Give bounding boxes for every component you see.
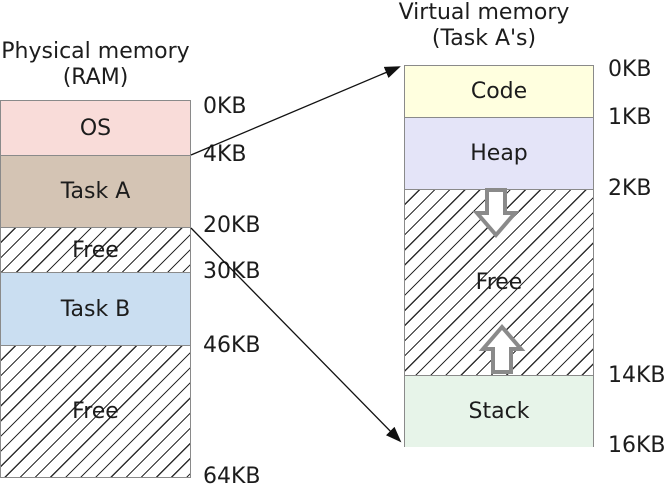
virtual-block-stack-label: Stack — [468, 399, 530, 424]
physical-tick-30kb: 30KB — [203, 259, 261, 284]
virtual-block-heap: Heap — [405, 117, 593, 189]
physical-tick-20kb: 20KB — [203, 213, 261, 238]
physical-memory-title-line1: Physical memory — [1, 39, 190, 64]
virtual-memory-title: Virtual memory (Task A's) — [393, 0, 575, 52]
physical-tick-4kb: 4KB — [203, 142, 247, 167]
virtual-tick-16kb: 16KB — [608, 433, 665, 458]
physical-block-task-b: Task B — [1, 272, 190, 345]
physical-memory-title: Physical memory (RAM) — [0, 39, 191, 91]
virtual-tick-0kb: 0KB — [608, 57, 652, 82]
virtual-block-stack: Stack — [405, 375, 593, 447]
virtual-tick-14kb: 14KB — [608, 363, 665, 388]
physical-block-free-2-label: Free — [72, 399, 119, 424]
physical-tick-46kb: 46KB — [203, 333, 261, 358]
physical-block-free-1-label: Free — [72, 237, 119, 263]
physical-block-task-a: Task A — [1, 155, 190, 227]
physical-block-free-2: Free — [1, 345, 190, 477]
physical-tick-0kb: 0KB — [203, 94, 247, 119]
physical-block-os: OS — [1, 101, 190, 155]
virtual-block-heap-label: Heap — [470, 141, 528, 166]
virtual-block-free: Free — [405, 189, 593, 375]
physical-block-free-1: Free — [1, 227, 190, 272]
virtual-block-code: Code — [405, 66, 593, 117]
physical-memory-title-line2: (RAM) — [62, 65, 129, 90]
virtual-tick-2kb: 2KB — [608, 176, 652, 201]
physical-memory-column: OS Task A Free Task B Free — [0, 100, 191, 478]
physical-block-task-b-label: Task B — [60, 296, 131, 322]
virtual-memory-title-line2: (Task A's) — [431, 26, 537, 51]
physical-block-os-label: OS — [79, 115, 112, 141]
virtual-tick-1kb: 1KB — [608, 105, 652, 130]
virtual-memory-column: Code Heap Free Stack — [404, 65, 594, 447]
virtual-block-code-label: Code — [470, 79, 528, 104]
physical-tick-64kb: 64KB — [203, 464, 261, 488]
physical-block-task-a-label: Task A — [60, 179, 131, 204]
virtual-memory-title-line1: Virtual memory — [398, 0, 570, 25]
virtual-block-free-label: Free — [475, 270, 523, 295]
